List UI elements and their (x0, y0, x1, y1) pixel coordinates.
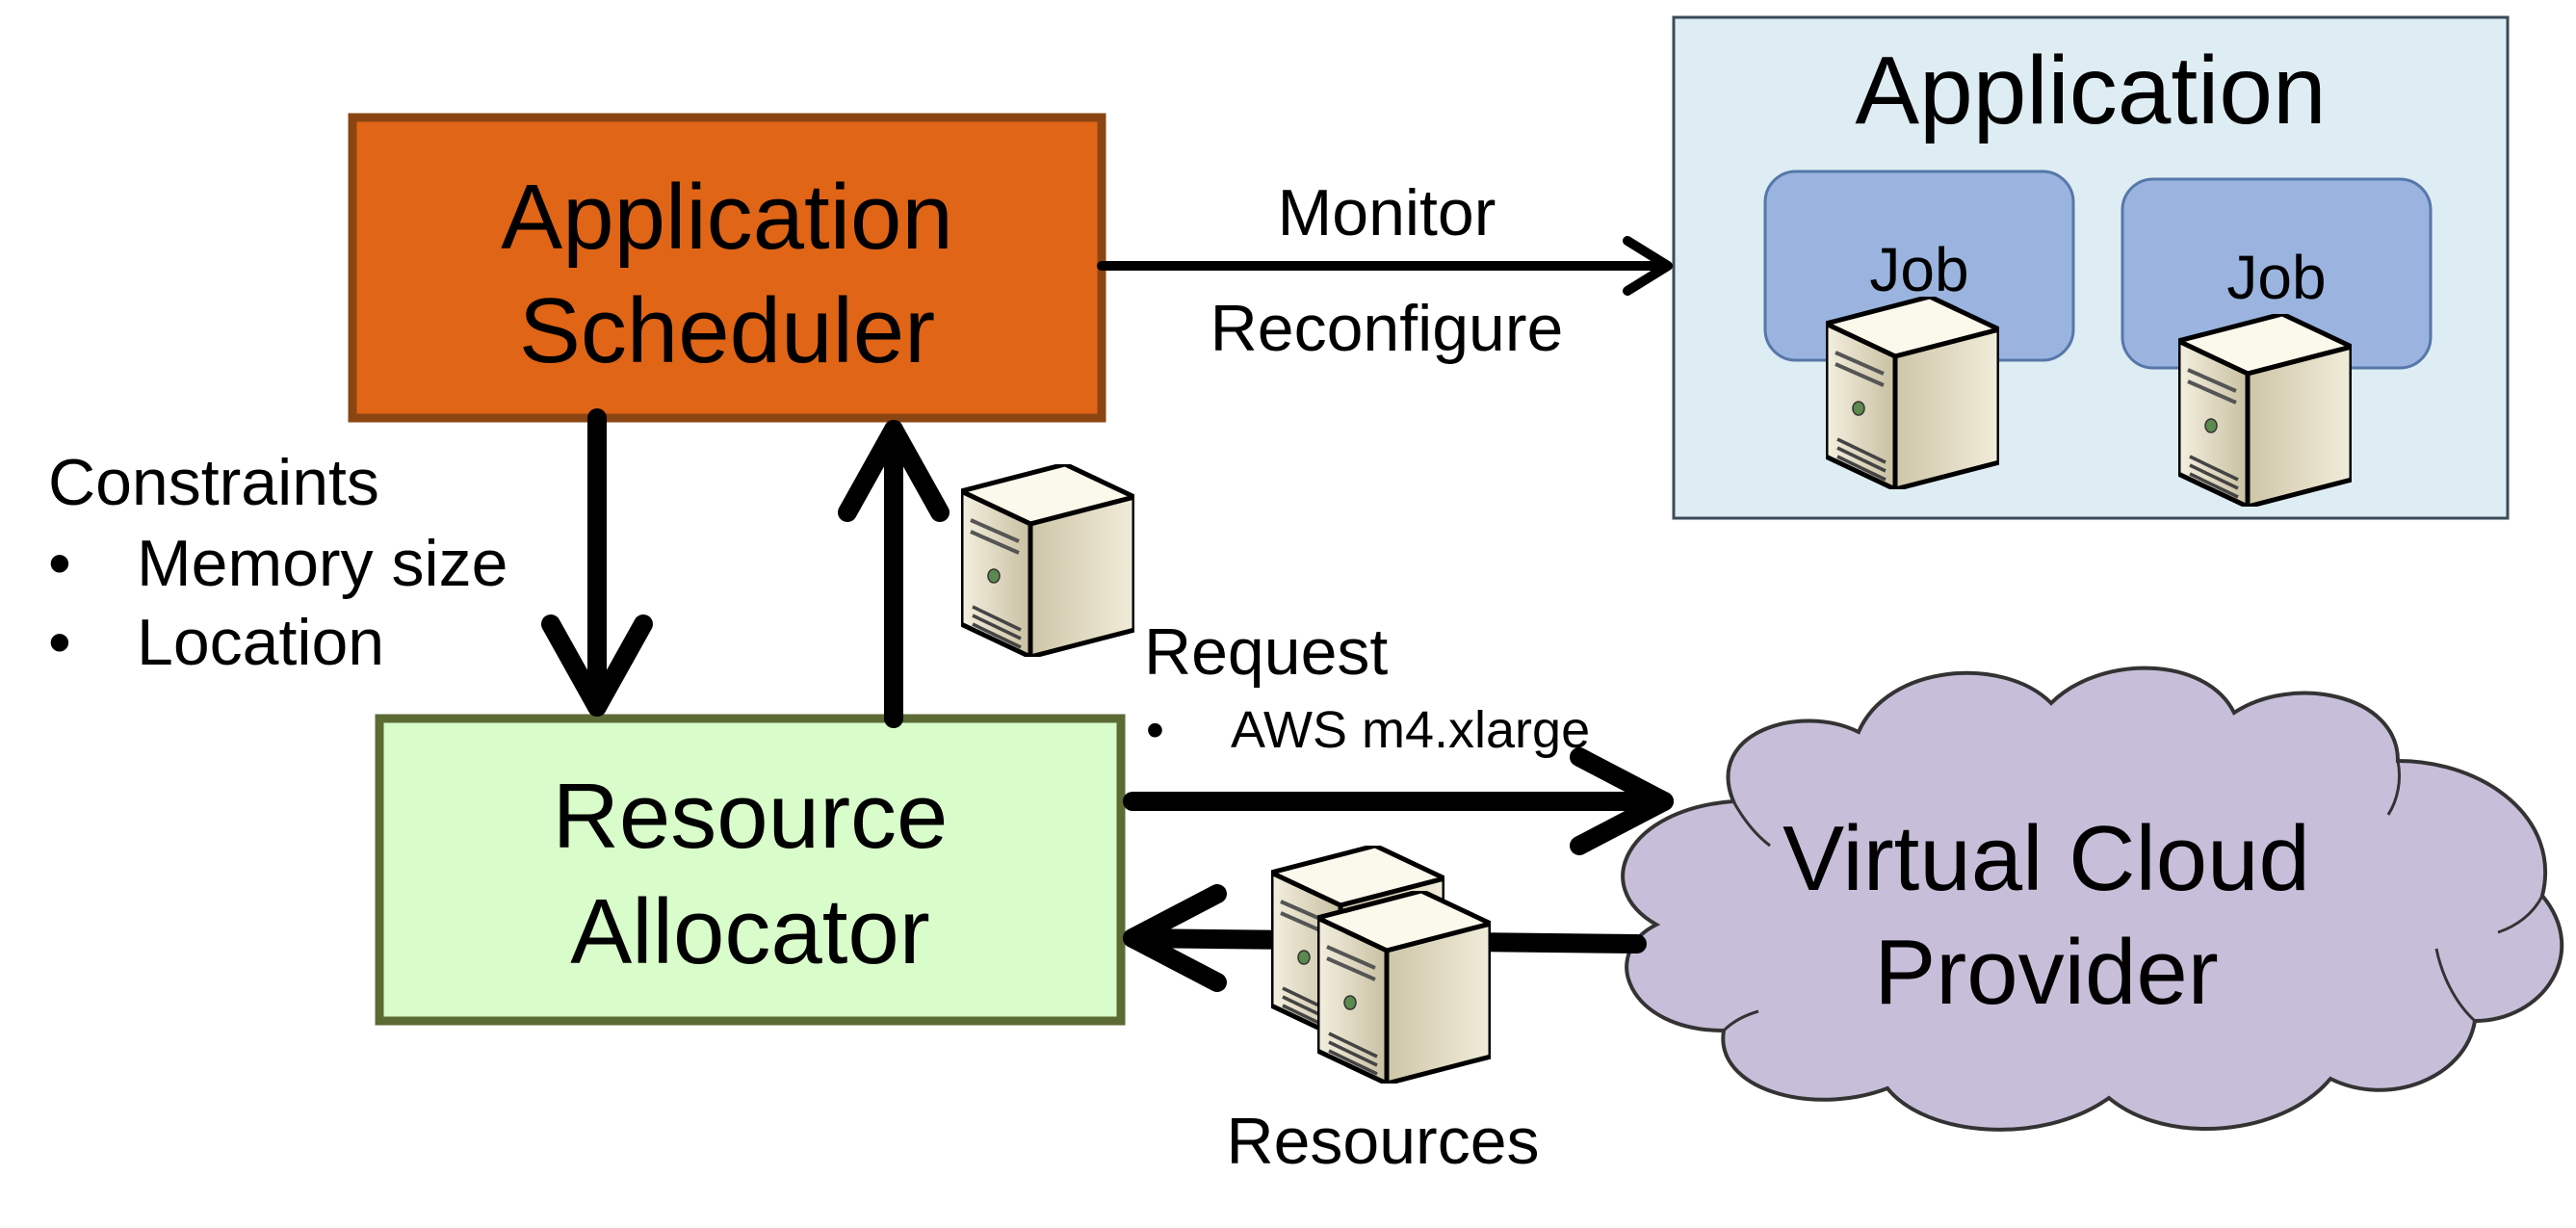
scheduler-line-1: Application (501, 166, 953, 269)
job-box-2: Job (2121, 177, 2433, 507)
resource-allocator-box (375, 714, 1126, 1026)
allocator-line-2: Allocator (570, 880, 930, 983)
allocator-line-1: Resource (553, 765, 949, 868)
request-block: Request • AWS m4.xlarge (1144, 615, 1590, 759)
job-label-1: Job (1869, 235, 1968, 304)
application-panel: Application Job Job (1672, 15, 2510, 520)
arrow-request (1123, 747, 1674, 855)
server-icon (2178, 314, 2352, 507)
bullet: • (1146, 701, 1164, 759)
arrow-allocator-to-scheduler (838, 420, 950, 728)
job-label-2: Job (2226, 243, 2326, 312)
bullet: • (48, 606, 71, 679)
request-title: Request (1144, 615, 1388, 689)
bullet: • (48, 527, 71, 600)
job-box-1: Job (1763, 170, 2075, 489)
arrow-scheduler-to-allocator (541, 408, 653, 717)
cloud-line-1: Virtual Cloud (1782, 807, 2310, 910)
request-item-1: AWS m4.xlarge (1231, 701, 1590, 759)
cloud-line-2: Provider (1874, 921, 2218, 1024)
constraints-title: Constraints (48, 446, 379, 519)
virtual-cloud-provider: Virtual Cloud Provider (1621, 666, 2564, 1132)
monitor-label: Monitor (1278, 176, 1496, 249)
server-icon (961, 464, 1134, 657)
application-scheduler: Application Scheduler (348, 113, 1106, 423)
constraint-item-1: Memory size (137, 527, 507, 600)
application-title: Application (1855, 37, 2326, 144)
resources-label: Resources (1226, 1105, 1539, 1178)
server-icon (1826, 297, 1999, 489)
constraints-block: Constraints • Memory size • Location (48, 446, 507, 679)
arrow-monitor (1097, 236, 1673, 296)
scheduler-line-2: Scheduler (519, 279, 935, 382)
server-icon (1317, 891, 1491, 1084)
reconfigure-label: Reconfigure (1210, 292, 1564, 365)
constraint-item-2: Location (137, 606, 384, 679)
application-scheduler-box (348, 113, 1106, 423)
resource-allocator: Resource Allocator (375, 714, 1126, 1026)
